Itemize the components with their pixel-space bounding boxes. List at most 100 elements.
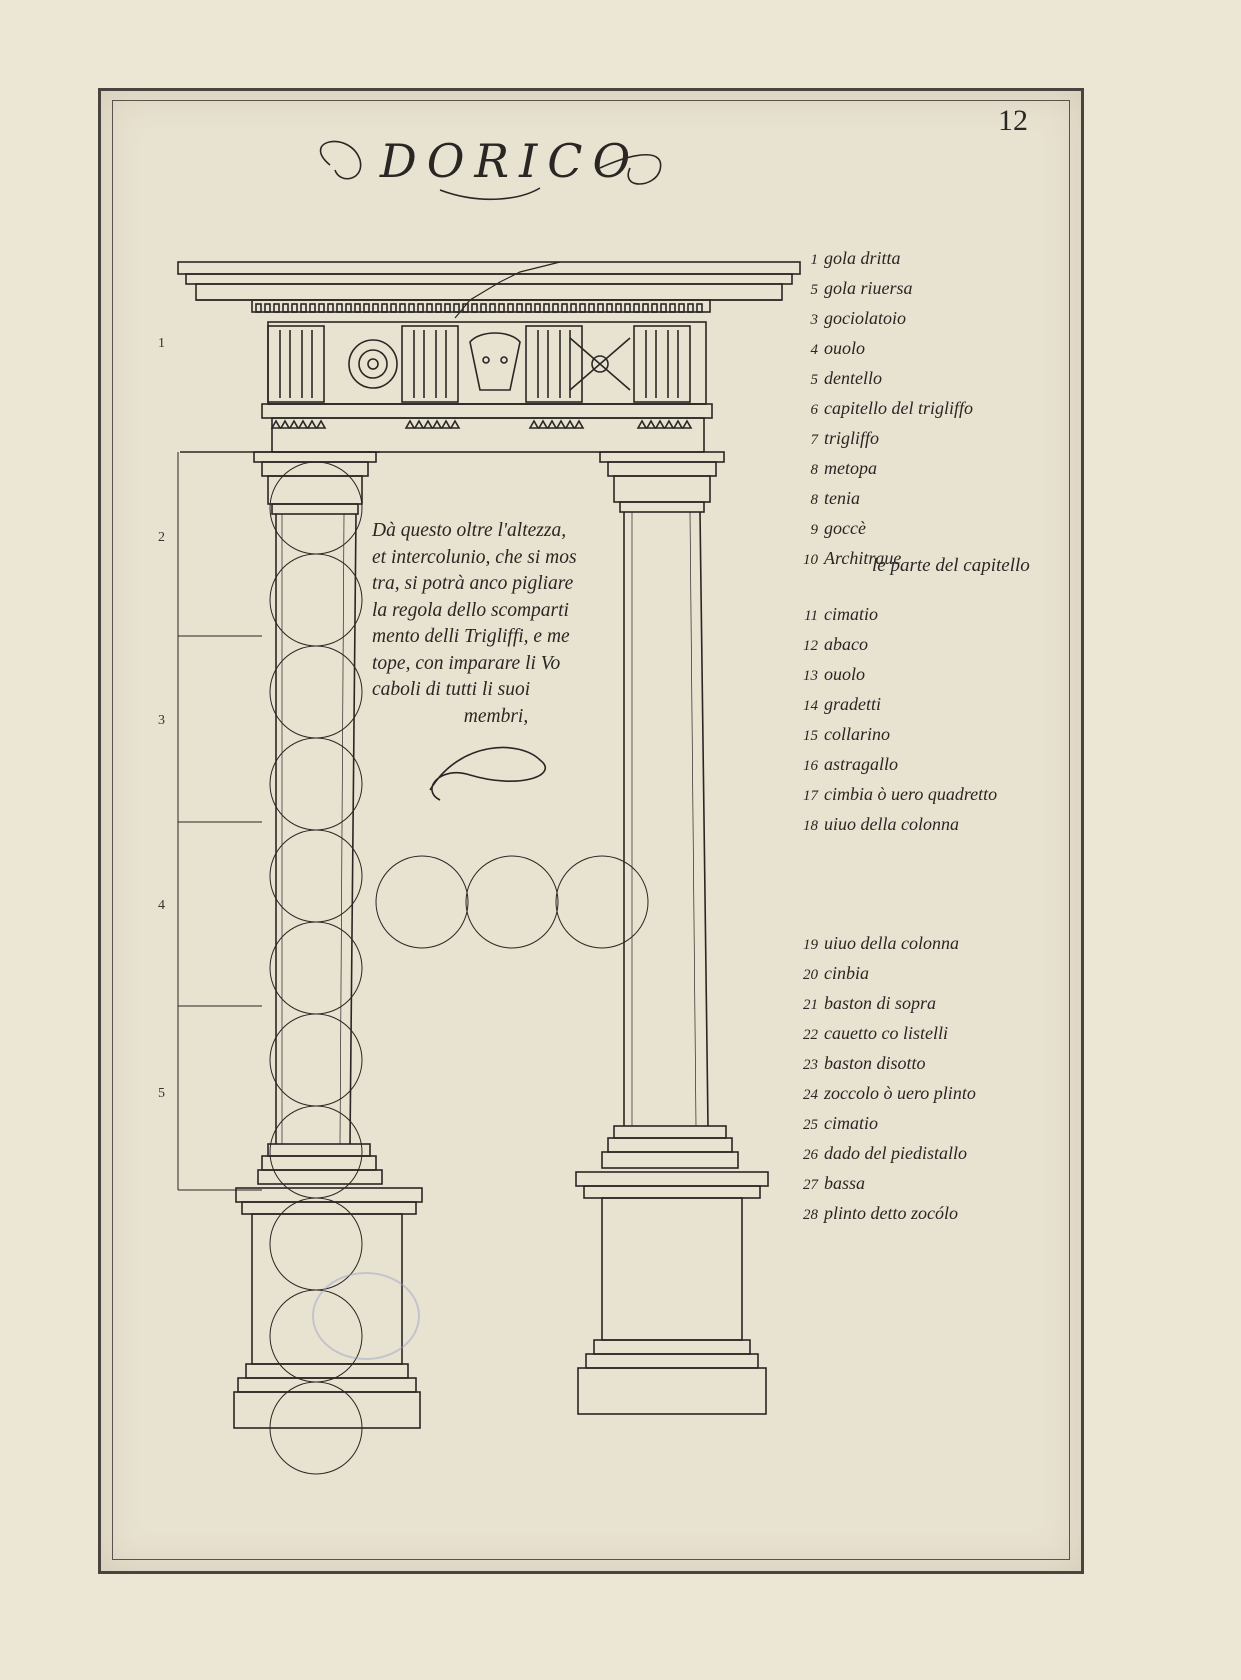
legend-number: 8 [810, 462, 819, 478]
legend-label: tenia [824, 488, 860, 508]
metope-bucranium [469, 332, 521, 391]
dentil [579, 303, 586, 313]
gutta [270, 419, 282, 429]
module-circle [269, 921, 363, 1015]
legend-label: gociolatoio [824, 308, 906, 328]
triglyph [525, 325, 583, 403]
title-flourish-under [439, 187, 541, 201]
legend-label: astragallo [824, 754, 899, 774]
legend-number: 13 [803, 668, 818, 684]
dentil [309, 303, 316, 313]
module-number: 4 [158, 898, 165, 913]
legend-item: 10 Architraue [792, 544, 973, 574]
dentil [678, 303, 685, 313]
legend-label: capitello del trigliffo [824, 398, 973, 418]
metope-weapons [569, 337, 631, 391]
engraved-plate [98, 88, 1084, 1574]
dentil [642, 303, 649, 313]
guttae [270, 419, 693, 429]
title-flourish-right [599, 153, 662, 185]
gutta [636, 419, 648, 429]
gutta [564, 419, 576, 429]
dentil [525, 303, 532, 313]
dentil [273, 303, 280, 313]
legend-number: 5 [810, 282, 819, 298]
dentil [624, 303, 631, 313]
frieze [261, 321, 713, 419]
legend-label: cimatio [824, 604, 878, 624]
library-stamp [312, 1272, 420, 1360]
dentil [291, 303, 298, 313]
note-line: caboli di tutti li suoi [372, 679, 531, 700]
legend-number: 21 [803, 997, 818, 1013]
plate-title: DORICO [379, 134, 641, 188]
gutta [645, 419, 657, 429]
legend-number: 17 [803, 788, 818, 804]
legend-number: 18 [803, 818, 818, 834]
module-circle [375, 855, 469, 949]
dentil [453, 303, 460, 313]
legend-item: 1 gola dritta [792, 244, 973, 274]
gutta [306, 419, 318, 429]
page-number: 12 [998, 104, 1028, 137]
dentil [399, 303, 406, 313]
gutta [279, 419, 291, 429]
legend-label: metopa [824, 458, 877, 478]
gutta [413, 419, 425, 429]
legend-number: 6 [810, 402, 819, 418]
dentil [552, 303, 559, 313]
legend-label: ouolo [824, 338, 866, 358]
dentil [480, 303, 487, 313]
legend-number: 7 [810, 432, 819, 448]
legend-number: 5 [810, 372, 819, 388]
module-circle [465, 855, 559, 949]
dentil [660, 303, 667, 313]
module-circle [269, 829, 363, 923]
legend-item: 8 metopa [792, 454, 973, 484]
triglyphs [267, 325, 691, 403]
legend-label: uiuo della colonna [824, 814, 959, 834]
module-circle [269, 737, 363, 831]
dentil [390, 303, 397, 313]
legend-label: gola dritta [824, 248, 901, 268]
legend-number: 1 [810, 252, 819, 268]
note-line: tra, si potrà anco pigliare [372, 573, 574, 594]
note-line: mento delli Trigliffi, e me [372, 626, 570, 647]
legend-label: Architraue [824, 548, 902, 568]
dentil [489, 303, 496, 313]
legend-label: cimatio [824, 1113, 878, 1133]
legend-number: 14 [803, 698, 818, 714]
module-circle [269, 1013, 363, 1107]
gutta [297, 419, 309, 429]
dentil [255, 303, 262, 313]
dentil [300, 303, 307, 313]
legend-number: 15 [803, 728, 818, 744]
module-number: 3 [158, 713, 165, 728]
dentil [372, 303, 379, 313]
dentil [471, 303, 478, 313]
legend-number: 19 [803, 937, 818, 953]
right-column [575, 451, 769, 1415]
dentil [561, 303, 568, 313]
dentil [615, 303, 622, 313]
dentil [597, 303, 604, 313]
module-circle [555, 855, 649, 949]
dentil [444, 303, 451, 313]
legend-label: plinto detto zocólo [824, 1203, 958, 1223]
legend-number: 27 [803, 1177, 818, 1193]
legend-number: 10 [803, 552, 818, 568]
